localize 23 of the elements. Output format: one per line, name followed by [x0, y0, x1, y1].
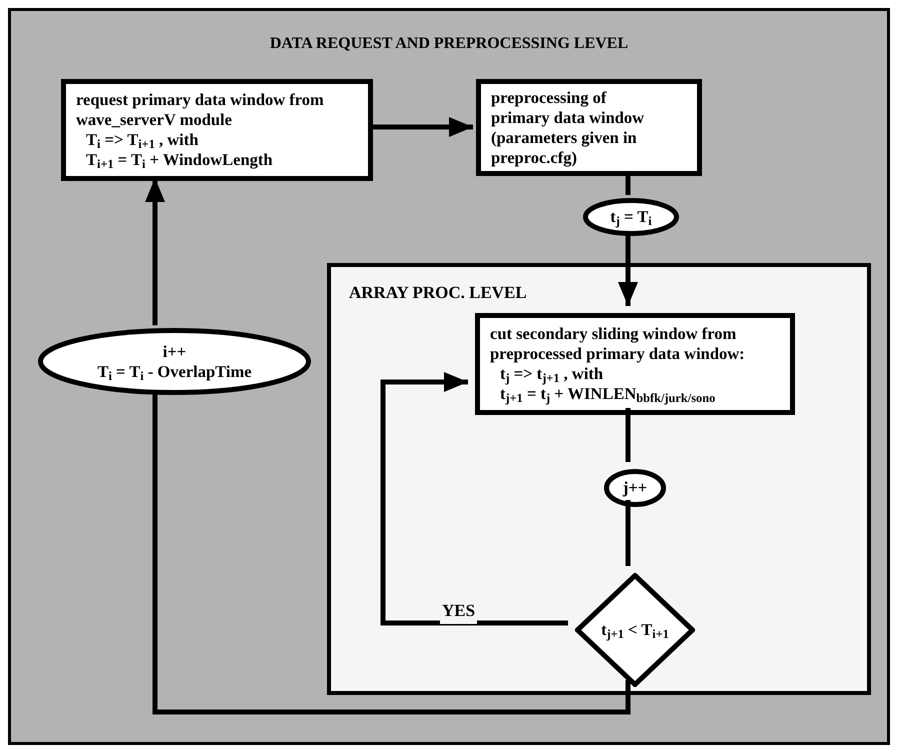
box-text: T$_{i}$ => T$_{i+1}$ , with: [85, 130, 200, 150]
connector-arrow: [618, 233, 638, 306]
node-label: j++: [622, 478, 648, 498]
node-label: t$_{j+1}$ < T$_{i+1}$: [601, 620, 669, 640]
process-box: [476, 79, 702, 176]
level-panel: [327, 263, 871, 695]
node-label: i++: [162, 342, 186, 362]
node-label: T$_{i}$ = T$_{i}$ - OverlapTime: [97, 362, 252, 382]
level-frame: [8, 8, 890, 745]
level-title: DATA REQUEST AND PREPROCESSING LEVEL: [268, 34, 630, 54]
connector-arrow: [370, 117, 473, 137]
box-text: cut secondary sliding window from preprocessed primary data window:: [490, 324, 746, 364]
node-label: t$_{j}$ = T$_{i}$: [610, 207, 652, 227]
connector-arrow: [145, 178, 165, 326]
process-box: [475, 313, 795, 415]
box-text: preprocessing of primary data window (parameters given in preproc.cfg): [491, 88, 646, 168]
box-text: T$_{i+1}$ = T$_{i}$ + WindowLength: [85, 150, 274, 170]
box-text: request primary data window from wave_serverV module: [76, 90, 325, 130]
box-text: t$_{j+1}$ = t$_{j}$ + WINLEN$_{bbfk/jurk/sono}$: [499, 384, 716, 404]
box-text: t$_{j}$ => t$_{j+1}$ , with: [499, 364, 604, 384]
level-title: ARRAY PROC. LEVEL: [349, 282, 527, 304]
connector-arrow: [380, 372, 568, 626]
process-box: [61, 79, 373, 181]
